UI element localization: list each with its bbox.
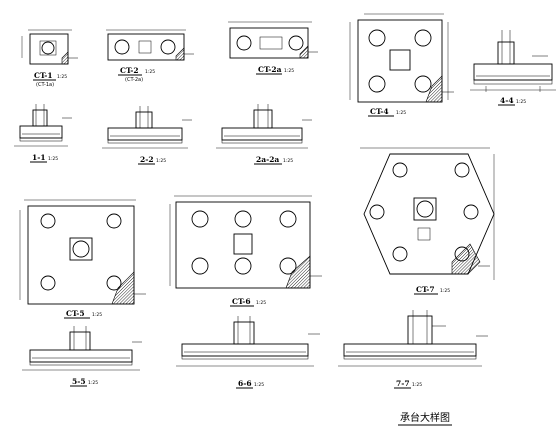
ct1-plan: [21, 29, 78, 65]
section-5-5-label: 5-5: [72, 377, 86, 386]
section-2a-2a-label: 2a-2a: [256, 155, 279, 164]
section-2a-2a-scale: 1:25: [283, 158, 293, 164]
ct1-scale: 1:25: [57, 74, 67, 80]
section-5-5: [22, 326, 142, 371]
ct1-label: CT-1: [34, 71, 53, 80]
section-7-7-label: 7-7: [396, 379, 410, 388]
section-6-6-scale: 1:25: [254, 382, 264, 388]
ct7-plan: [360, 147, 495, 280]
ct7-scale: 1:25: [440, 288, 450, 294]
section-5-5-scale: 1:25: [88, 380, 98, 386]
section-1-1-label: 1-1: [32, 153, 46, 162]
ct6-plan: [169, 195, 322, 289]
ct6-scale: 1:25: [256, 300, 266, 306]
ct5-label: CT-5: [66, 309, 85, 318]
ct6-label: CT-6: [232, 297, 251, 306]
ct2-scale: 1:25: [145, 69, 155, 75]
ct2a-plan: [228, 21, 318, 59]
ct2-plan: [106, 29, 194, 61]
section-4-4-scale: 1:25: [516, 99, 526, 105]
ct1-sublabel: (CT-1a): [36, 82, 54, 88]
ct4-scale: 1:25: [396, 110, 406, 116]
ct7-label: CT-7: [416, 285, 435, 294]
sheet-title: 承台大样图: [400, 411, 450, 424]
ct2a-scale: 1:25: [284, 68, 294, 74]
ct2-label: CT-2: [120, 66, 139, 75]
ct2-sublabel: (CT-2a): [125, 77, 143, 83]
section-1-1: [14, 104, 72, 147]
section-2-2-scale: 1:25: [156, 158, 166, 164]
ct5-scale: 1:25: [92, 312, 102, 318]
section-2-2: [102, 106, 192, 149]
section-2-2-label: 2-2: [140, 155, 154, 164]
ct2a-label: CT-2a: [258, 65, 282, 74]
section-4-4: [470, 30, 556, 92]
section-6-6-label: 6-6: [238, 379, 252, 388]
section-4-4-label: 4-4: [500, 96, 514, 105]
section-1-1-scale: 1:25: [48, 156, 58, 162]
ct5-plan: [19, 199, 146, 305]
ct4-label: CT-4: [370, 107, 389, 116]
section-6-6: [176, 316, 320, 367]
section-2a-2a: [216, 104, 312, 149]
section-7-7-scale: 1:25: [412, 382, 422, 388]
section-7-7: [338, 310, 488, 367]
ct4-plan: [349, 13, 454, 103]
